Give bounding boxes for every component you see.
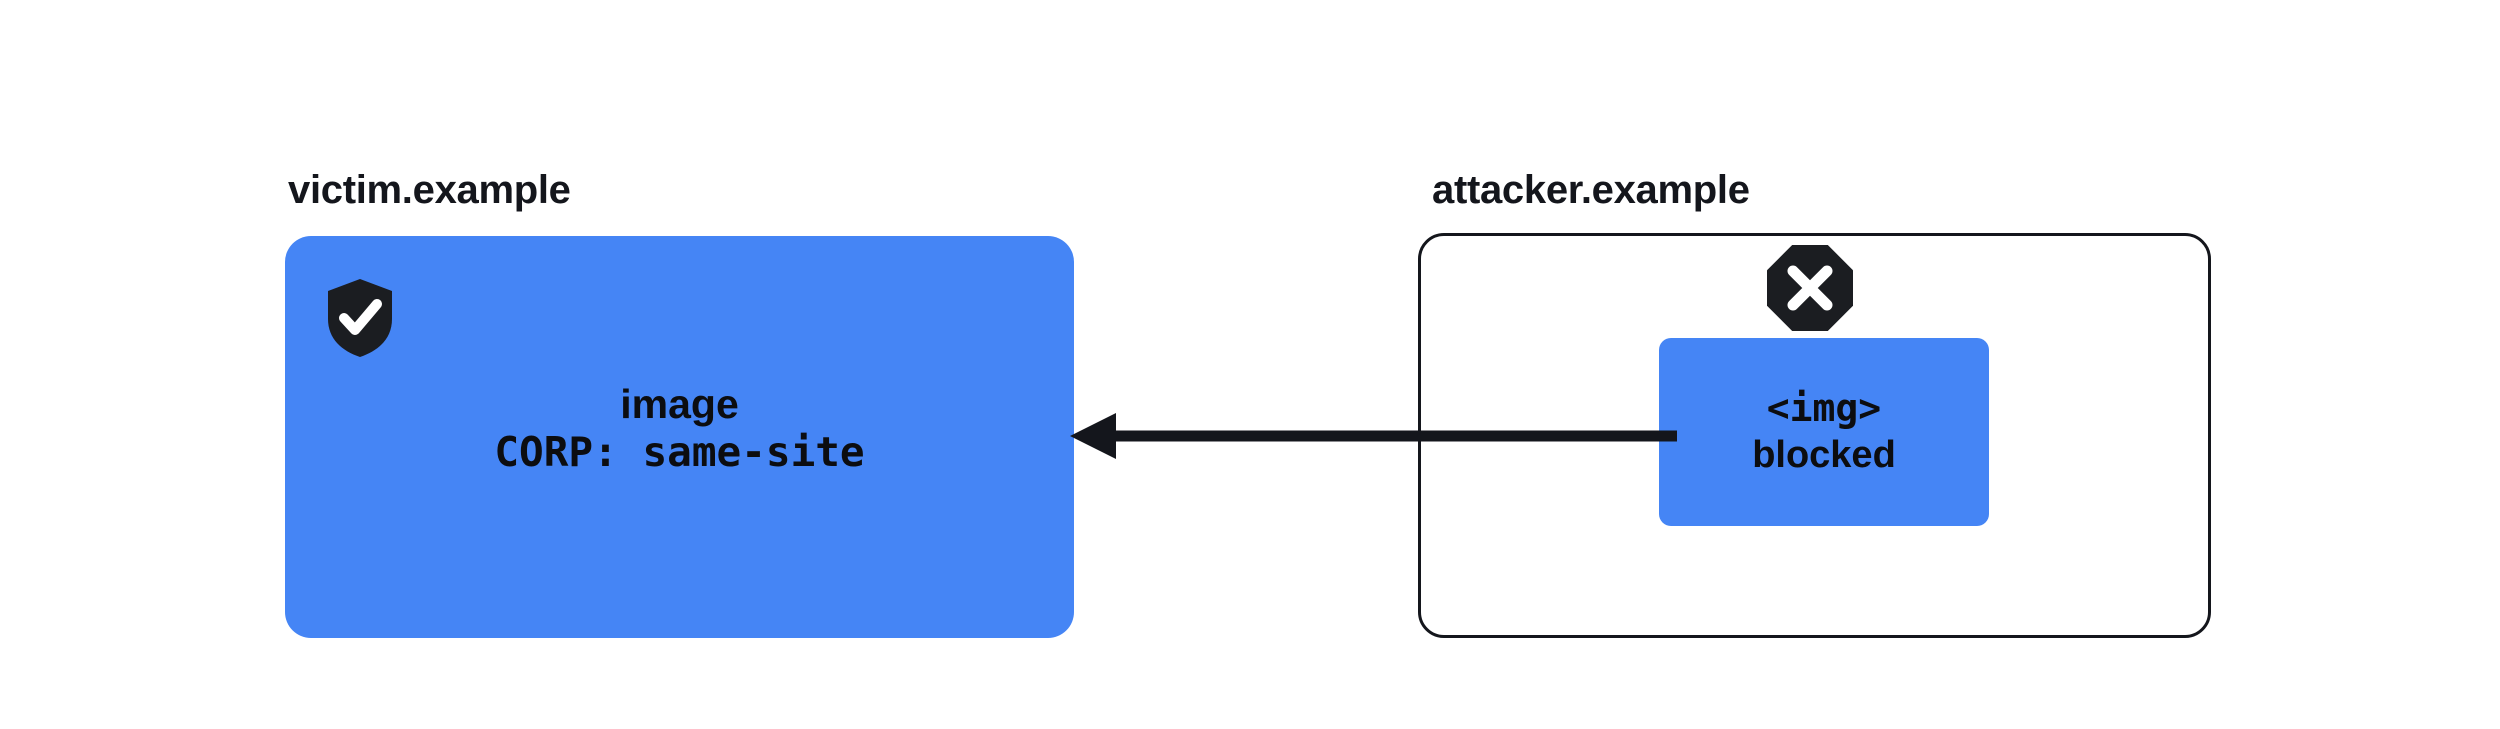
blocked-request-arrow	[1070, 413, 1677, 459]
shield-check-icon	[328, 279, 392, 357]
attacker-img-request-box: <img> blocked	[1659, 338, 1989, 526]
victim-resource-text: image CORP: same-site	[285, 380, 1074, 477]
victim-resource-title: image	[620, 381, 739, 427]
octagon-x-icon	[1767, 245, 1853, 331]
img-tag-text: <img>	[1766, 386, 1882, 431]
victim-resource-box	[285, 236, 1074, 638]
img-status-text: blocked	[1752, 434, 1896, 476]
victim-corp-header: CORP: same-site	[494, 428, 865, 477]
attacker-domain-label: attacker.example	[1432, 168, 1750, 212]
victim-domain-label: victim.example	[288, 168, 571, 212]
